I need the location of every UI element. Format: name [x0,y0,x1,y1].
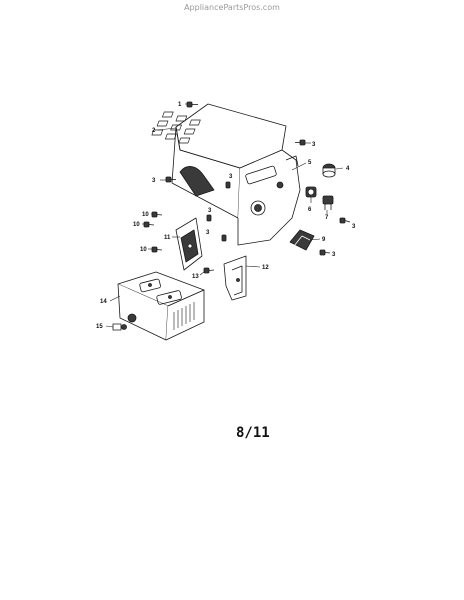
screw-part-10-b[interactable] [143,221,155,228]
muffler-box-part-14[interactable] [117,271,205,341]
callout-4: 4 [346,166,350,172]
cover-part-9[interactable] [289,229,315,251]
callout-13: 13 [192,274,199,280]
callout-10-c: 10 [140,247,147,253]
callout-2: 2 [152,128,156,134]
button-part-7[interactable] [322,195,334,210]
watermark: AppliancePartsPros.com [184,3,280,12]
callout-3-d: 3 [208,208,212,214]
screw-part-10-c[interactable] [151,246,163,253]
screw-part-3-f[interactable] [221,234,227,242]
screw-part-3-b[interactable] [165,176,176,183]
callout-3-c: 3 [229,174,233,180]
screw-part-3-c[interactable] [225,181,231,189]
bracket-part-11[interactable] [175,217,203,271]
page-number: 8/11 [236,425,270,441]
screw-part-1[interactable] [186,101,198,108]
callout-15: 15 [96,324,103,330]
screw-part-10-a[interactable] [151,211,163,218]
callout-12: 12 [262,265,269,271]
fitting-part-15[interactable] [112,323,127,331]
callout-9: 9 [322,237,326,243]
screw-part-3-e[interactable] [339,217,351,224]
leader-lines [105,103,344,328]
switch-part-6[interactable] [305,186,317,198]
callout-11: 11 [164,235,171,241]
callout-5: 5 [308,160,312,166]
callout-1: 1 [178,102,182,108]
screw-part-3-g[interactable] [319,249,331,256]
callout-7: 7 [325,215,329,221]
housing-cover-part-2[interactable] [151,103,301,246]
screw-part-3-d[interactable] [206,214,212,222]
callout-10-b: 10 [133,222,140,228]
callout-labels: 1 2 3 3 3 3 3 3 3 4 5 6 7 9 10 10 10 11 … [96,102,356,330]
callout-3-g: 3 [332,252,336,258]
callout-6: 6 [308,207,312,213]
callout-3-a: 3 [312,142,316,148]
screw-part-13[interactable] [203,267,215,274]
callout-14: 14 [100,299,107,305]
callout-3-f: 3 [206,230,210,236]
knob-part-4[interactable] [322,163,336,178]
bracket-part-12[interactable] [223,255,247,301]
callout-3-e: 3 [352,224,356,230]
screw-part-3-a[interactable] [295,139,306,146]
callout-10-a: 10 [142,212,149,218]
callout-3-b: 3 [152,178,156,184]
